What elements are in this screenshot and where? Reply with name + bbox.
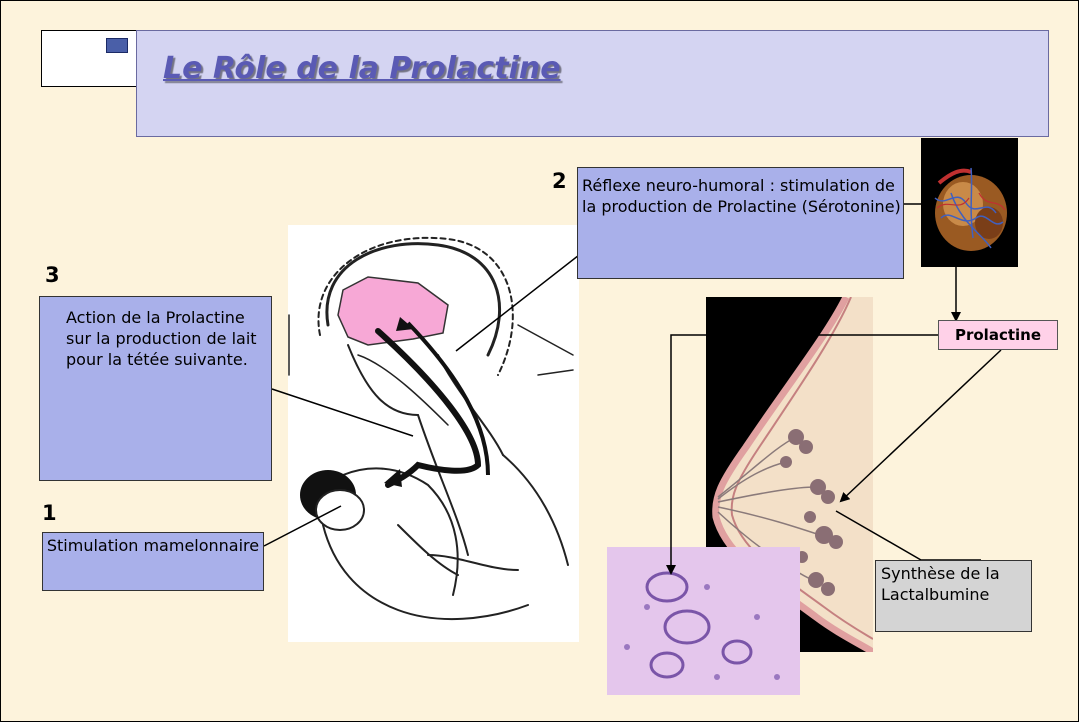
- step-2-number: 2: [552, 169, 567, 193]
- connector-step2-to-brain: [456, 241, 597, 351]
- step-1-callout: Stimulation mamelonnaire: [42, 532, 264, 591]
- arrow-prolactine-to-lobules: [841, 350, 1001, 501]
- connector-synthesis-to-lobules: [836, 511, 981, 560]
- prolactine-label: Prolactine: [938, 320, 1058, 350]
- connector-step1-to-nipple: [264, 506, 341, 546]
- connector-step3-to-breast: [272, 389, 413, 436]
- step-3-callout: Action de la Prolactine sur la productio…: [39, 296, 272, 481]
- step-1-number: 1: [42, 501, 57, 525]
- arrow-prolactine-to-histology: [671, 335, 938, 573]
- step-2-callout: Réflexe neuro-humoral : stimulation de l…: [577, 167, 904, 279]
- lactalbumin-synthesis-callout: Synthèse de la Lactalbumine: [875, 560, 1032, 632]
- step-3-number: 3: [45, 263, 60, 287]
